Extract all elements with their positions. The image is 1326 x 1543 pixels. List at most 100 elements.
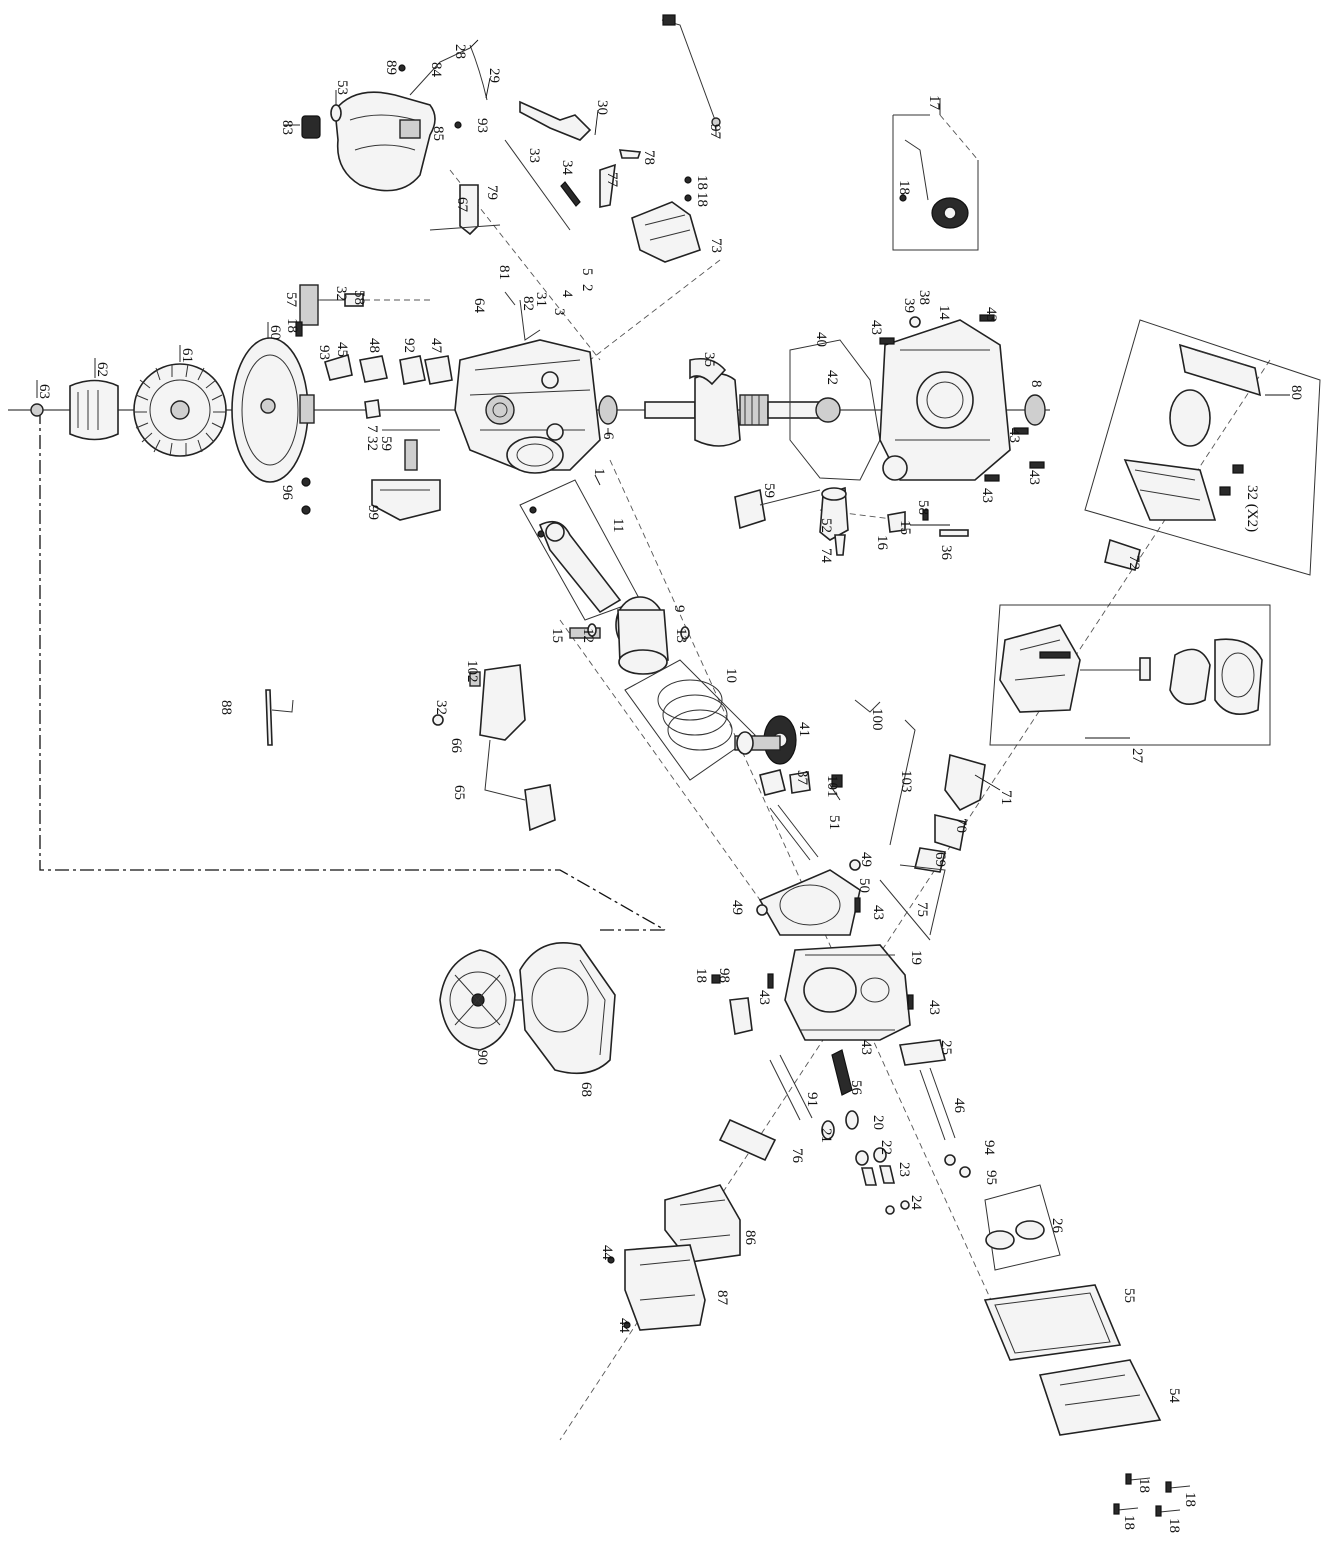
label-23: 23 <box>896 1162 912 1177</box>
label-43e: 43 <box>1026 470 1042 485</box>
label-77: 77 <box>604 172 620 188</box>
label-18f: 18 <box>1136 1478 1152 1493</box>
label-93a: 93 <box>474 118 490 133</box>
label-73: 73 <box>708 238 724 253</box>
label-87: 87 <box>714 1290 730 1306</box>
label-45: 45 <box>334 342 350 357</box>
piston-rings <box>624 659 756 781</box>
label-81: 81 <box>496 265 512 280</box>
blower-housing <box>519 941 616 1075</box>
label-51: 51 <box>826 815 842 830</box>
label-49b: 49 <box>858 852 874 867</box>
label-72: 72 <box>1126 555 1142 570</box>
label-66: 66 <box>448 738 464 754</box>
crankcase-cover-group <box>789 314 1046 482</box>
label-43c: 43 <box>1006 428 1022 443</box>
label-32b: 32 <box>364 436 380 451</box>
label-43h: 43 <box>926 1000 942 1015</box>
label-35: 35 <box>701 352 717 367</box>
label-43b: 43 <box>983 307 999 322</box>
label-33: 33 <box>526 148 542 163</box>
label-50: 50 <box>856 878 872 893</box>
label-62: 62 <box>94 362 110 377</box>
label-88: 88 <box>218 700 234 715</box>
label-16: 16 <box>874 535 890 551</box>
label-95: 95 <box>983 1170 999 1185</box>
label-71: 71 <box>998 790 1014 805</box>
label-36: 36 <box>938 545 954 561</box>
label-3: 3 <box>551 308 567 316</box>
label-18e: 18 <box>693 968 709 983</box>
cylinder-head-group <box>711 859 914 1041</box>
blower-group <box>439 941 616 1075</box>
label-10: 10 <box>723 668 739 683</box>
label-47: 47 <box>428 338 444 354</box>
label-46: 46 <box>951 1098 967 1114</box>
piston-group <box>519 479 756 781</box>
top-cover-group <box>301 14 721 263</box>
label-59a: 59 <box>378 436 394 451</box>
governor-linkage <box>631 176 701 263</box>
label-18i: 18 <box>1166 1518 1182 1533</box>
label-38: 38 <box>916 290 932 305</box>
label-6: 6 <box>600 432 616 440</box>
label-34: 34 <box>559 160 575 176</box>
label-27: 27 <box>1129 748 1145 764</box>
label-28: 28 <box>452 44 468 59</box>
misc-left <box>265 664 556 832</box>
label-15a: 15 <box>897 520 913 535</box>
label-56: 56 <box>848 1080 864 1096</box>
leader-lines <box>36 39 1290 801</box>
label-43g: 43 <box>756 990 772 1005</box>
label-40: 40 <box>813 332 829 347</box>
label-18a: 18 <box>694 175 710 190</box>
label-84: 84 <box>428 62 444 78</box>
label-102: 102 <box>464 660 480 683</box>
label-37: 37 <box>794 770 810 786</box>
throttle-control <box>301 477 441 521</box>
label-58a: 58 <box>351 290 367 305</box>
label-53: 53 <box>334 80 350 95</box>
label-63: 63 <box>36 384 52 399</box>
label-19: 19 <box>908 950 924 965</box>
label-31: 31 <box>533 292 549 307</box>
label-103: 103 <box>898 770 914 793</box>
label-15b: 15 <box>549 628 565 643</box>
label-98: 98 <box>716 968 732 983</box>
label-55: 55 <box>1121 1288 1137 1303</box>
label-13: 13 <box>673 628 689 643</box>
label-59b: 59 <box>761 483 777 498</box>
label-11: 11 <box>610 518 626 532</box>
label-2: 2 <box>579 284 595 292</box>
label-94: 94 <box>981 1140 997 1156</box>
crankcase-group <box>295 284 618 521</box>
label-7: 7 <box>364 425 380 433</box>
label-24: 24 <box>908 1195 924 1211</box>
label-100: 100 <box>869 708 885 731</box>
label-43d: 43 <box>979 488 995 503</box>
label-61: 61 <box>179 348 195 363</box>
label-49a: 49 <box>729 900 745 915</box>
label-14: 14 <box>936 305 952 321</box>
label-64: 64 <box>471 298 487 314</box>
crankshaft-group <box>644 357 829 447</box>
label-30: 30 <box>594 100 610 115</box>
label-44b: 44 <box>616 1318 632 1334</box>
label-54: 54 <box>1166 1388 1182 1404</box>
label-86: 86 <box>742 1230 758 1246</box>
label-4: 4 <box>559 290 575 298</box>
label-48: 48 <box>366 338 382 353</box>
label-12: 12 <box>580 628 596 643</box>
label-1: 1 <box>591 468 607 476</box>
label-93b: 93 <box>316 345 332 360</box>
label-26: 26 <box>1049 1218 1065 1234</box>
label-25: 25 <box>938 1040 954 1055</box>
label-90: 90 <box>474 1050 490 1065</box>
label-89: 89 <box>383 60 399 75</box>
flywheel-fan <box>133 363 227 457</box>
label-99: 99 <box>365 505 381 520</box>
part-labels: 63 62 61 60 53 83 89 84 28 29 85 93 30 9… <box>36 44 1304 1533</box>
label-82: 82 <box>520 296 536 311</box>
cylinder-head <box>784 944 911 1041</box>
